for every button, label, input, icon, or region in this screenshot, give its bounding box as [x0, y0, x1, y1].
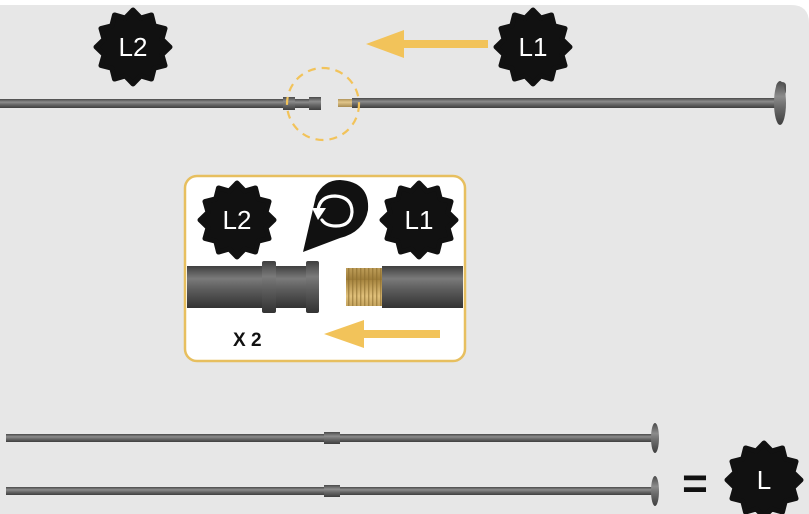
badge-l1-detail: L1	[379, 180, 459, 260]
detail-box: X 2 L2 L1	[183, 174, 467, 363]
assembled-rod-1	[6, 423, 659, 453]
badge-l1-top-label: L1	[519, 32, 548, 62]
direction-arrow-top	[366, 30, 488, 58]
direction-arrow-detail	[324, 320, 440, 348]
badge-l1-detail-label: L1	[405, 205, 434, 235]
detail-rod-l1-threaded	[346, 266, 463, 308]
rod-end-cap	[651, 476, 659, 506]
assembled-rod-2	[6, 476, 659, 506]
rod-end-cap	[774, 81, 786, 125]
rod-l1-top	[338, 81, 786, 125]
badge-l2-detail: L2	[197, 180, 277, 260]
badge-l2-top-label: L2	[119, 32, 148, 62]
rod-end-cap	[651, 423, 659, 453]
badge-l2-detail-label: L2	[223, 205, 252, 235]
badge-result-label: L	[757, 465, 771, 495]
rotate-icon	[303, 180, 369, 252]
badge-shape	[93, 7, 173, 87]
badge-l1-top: L1	[493, 7, 573, 87]
badge-shape	[493, 7, 573, 87]
connection-highlight	[285, 66, 361, 142]
badge-l2-top: L2	[93, 7, 173, 87]
thread-section	[346, 268, 382, 306]
badge-result: L	[724, 440, 804, 514]
quantity-label: X 2	[233, 330, 262, 351]
equals-sign: =	[682, 459, 708, 508]
badge-shape	[379, 180, 459, 260]
badge-shape	[724, 440, 804, 514]
rod-l2-top	[0, 97, 321, 110]
badge-shape	[197, 180, 277, 260]
detail-rod-l2-coupler	[187, 261, 319, 313]
